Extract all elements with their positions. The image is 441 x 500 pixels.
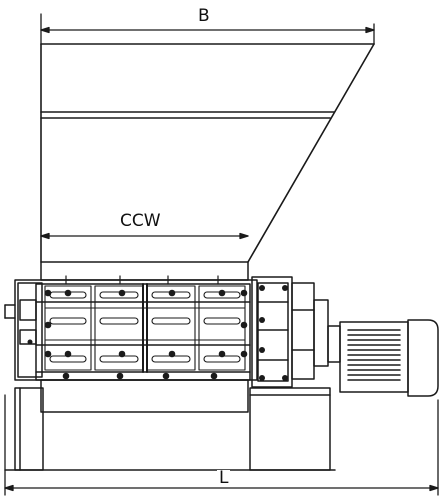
cutting-chamber [4, 261, 258, 381]
dimension-ccw [40, 232, 249, 240]
dimension-l [4, 394, 439, 496]
gearbox-bolts [259, 285, 288, 381]
base-stand [4, 379, 336, 471]
rotor-direction-label: CCW [118, 211, 163, 231]
hopper [40, 43, 375, 263]
motor [327, 319, 439, 397]
dimension-b [40, 13, 375, 45]
gearbox [251, 276, 329, 388]
dimension-l-label: L [217, 468, 231, 488]
chamber-ticks [65, 275, 219, 285]
dimension-b-label: B [196, 6, 212, 26]
rotor-knives [44, 283, 246, 373]
bolts [27, 289, 248, 380]
